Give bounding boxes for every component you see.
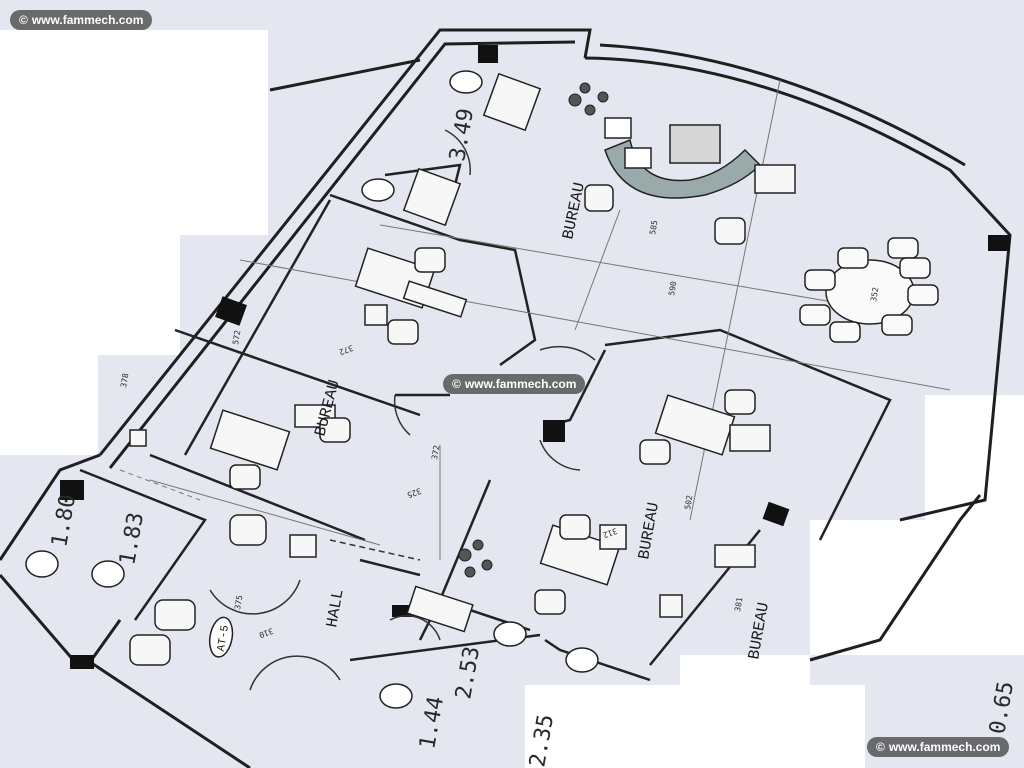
room-label-hall: HALL — [323, 588, 347, 629]
dim-small-11: 381 — [733, 596, 744, 612]
copyright-icon: © — [452, 377, 461, 391]
dim-large-4: 2.53 — [451, 645, 485, 702]
office-furniture — [129, 72, 796, 666]
elevation-tag-text: AT-5 — [216, 624, 232, 652]
dim-large-3: 1.83 — [115, 511, 149, 568]
watermark-top-left: ©www.fammech.com — [10, 10, 153, 30]
pillars — [60, 45, 1010, 669]
paper-patches — [0, 30, 1024, 768]
dim-small-10: 325 — [406, 486, 423, 499]
dim-large-2: 1.80 — [47, 493, 81, 550]
dim-small-7: 310 — [258, 626, 275, 639]
dim-small-6: 375 — [233, 594, 244, 610]
copyright-icon: © — [876, 740, 885, 754]
dim-small-9: 502 — [683, 494, 694, 510]
watermark-bottom-right: ©www.fammech.com — [867, 737, 1010, 757]
dim-small-3: 372 — [338, 343, 355, 356]
room-label-bureau-edge: BUREAU — [745, 601, 773, 661]
door-swings — [209, 129, 596, 691]
exterior-walls — [0, 28, 1012, 768]
room-label-bureau-right: BUREAU — [635, 501, 663, 561]
dim-small-1: 590 — [667, 280, 678, 296]
dim-small-5: 378 — [119, 372, 130, 388]
reception-desk — [604, 117, 762, 199]
dim-small-12: 352 — [869, 286, 880, 302]
dim-large-7: 0.65 — [985, 680, 1019, 737]
room-label-bureau-top: BUREAU — [559, 181, 589, 241]
watermark-text: www.fammech.com — [464, 377, 577, 391]
watermark-center: ©www.fammech.com — [443, 374, 586, 394]
dim-large-1: 3.49 — [445, 107, 479, 164]
elevation-tag: AT-5 — [208, 616, 234, 658]
plants — [458, 82, 609, 578]
watermark-text: www.fammech.com — [31, 13, 144, 27]
dim-small-2: 585 — [648, 219, 659, 235]
conference-table — [799, 237, 939, 343]
copyright-icon: © — [19, 13, 28, 27]
dim-large-5: 1.44 — [415, 695, 449, 752]
dimension-labels-small: 590 585 372 572 378 375 310 372 502 325 … — [119, 219, 880, 639]
interior-walls — [79, 163, 892, 682]
dim-small-4: 572 — [231, 329, 242, 345]
dim-small-8: 372 — [430, 444, 441, 460]
sanitary-fixtures — [25, 70, 599, 709]
watermark-text: www.fammech.com — [888, 740, 1001, 754]
